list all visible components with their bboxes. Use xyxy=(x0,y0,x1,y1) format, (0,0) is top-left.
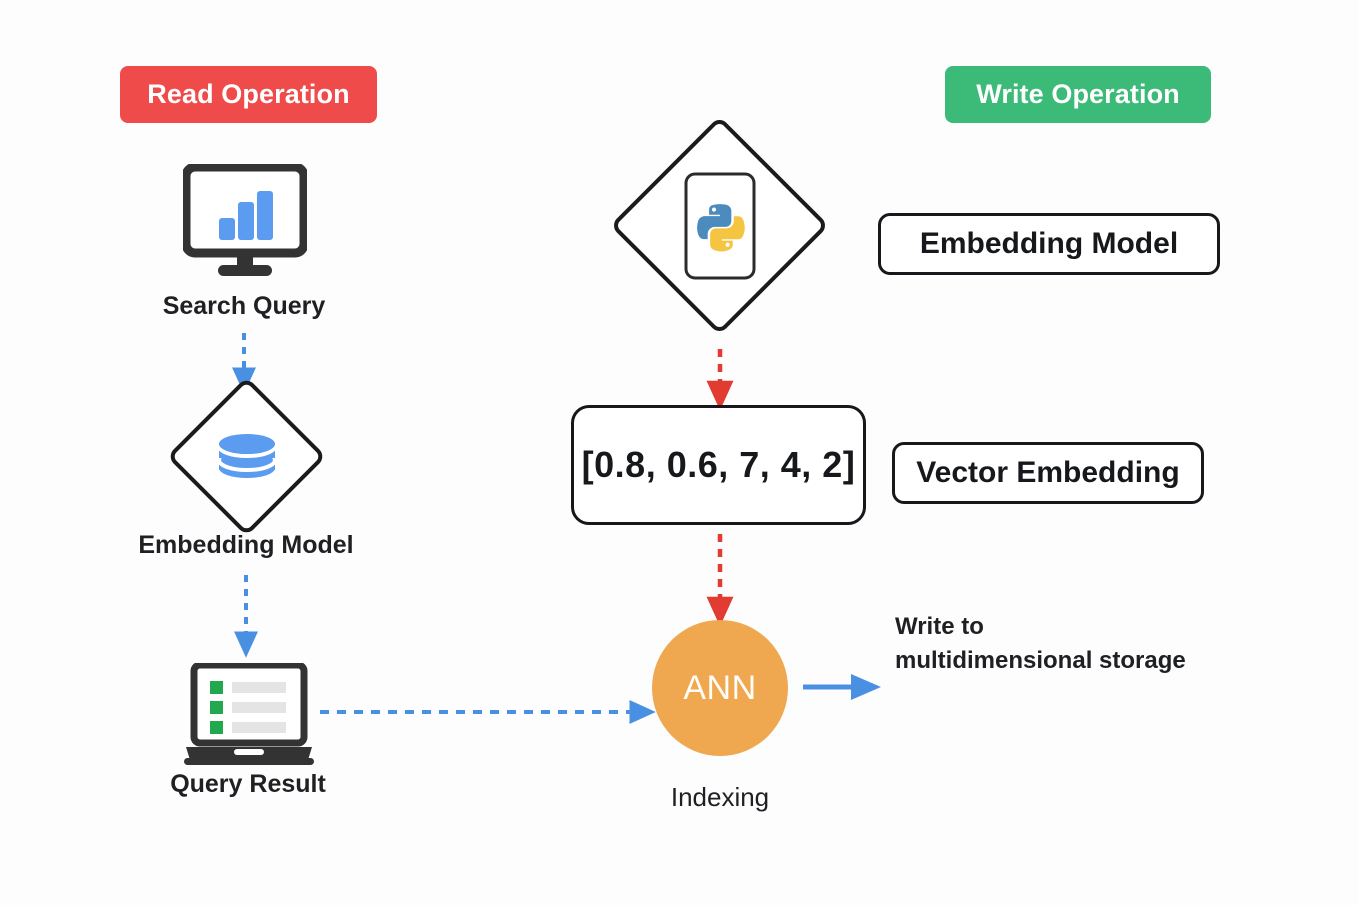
annotation-embedding-model: Embedding Model xyxy=(878,213,1220,275)
monitor-bar-chart-icon xyxy=(181,162,309,280)
ann-node: ANN xyxy=(652,620,788,756)
database-cylinder-icon xyxy=(190,400,303,513)
read-operation-badge: Read Operation xyxy=(120,66,377,123)
laptop-results-icon xyxy=(182,661,316,767)
label-search-query: Search Query xyxy=(162,292,326,320)
write-operation-badge: Write Operation xyxy=(945,66,1211,123)
label-query-result: Query Result xyxy=(170,770,326,798)
python-logo-icon xyxy=(642,148,797,303)
write-to-storage-text: Write to multidimensional storage xyxy=(895,613,1186,675)
vector-embedding-value-box: [0.8, 0.6, 7, 4, 2] xyxy=(571,405,866,525)
label-embedding-model-left: Embedding Model xyxy=(138,531,354,559)
annotation-vector-embedding: Vector Embedding xyxy=(892,442,1204,504)
label-indexing: Indexing xyxy=(670,782,770,812)
